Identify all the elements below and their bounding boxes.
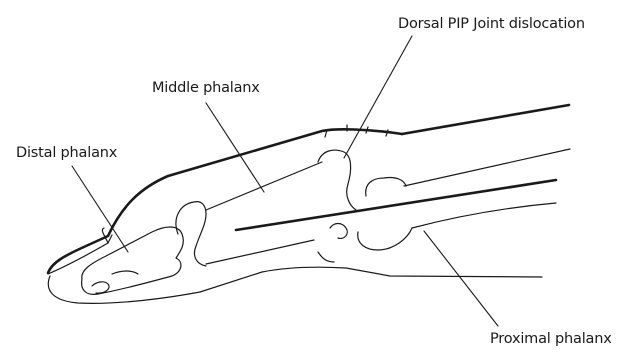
leader-line-dorsal-pip — [344, 36, 412, 158]
leader-lines — [72, 36, 498, 326]
label-dorsal-pip-dislocation: Dorsal PIP Joint dislocation — [398, 17, 585, 32]
extensor-line — [236, 180, 556, 230]
leader-line-proximal-phalanx — [424, 231, 498, 326]
distal-phalanx-bone — [82, 227, 184, 294]
finger-skin-outline — [48, 105, 569, 303]
middle-phalanx-bone — [176, 150, 356, 266]
leader-line-middle-phalanx — [206, 103, 264, 192]
proximal-phalanx-bone — [318, 149, 570, 262]
label-proximal-phalanx: Proximal phalanx — [490, 332, 612, 347]
label-distal-phalanx: Distal phalanx — [16, 146, 117, 161]
label-middle-phalanx: Middle phalanx — [152, 81, 260, 96]
